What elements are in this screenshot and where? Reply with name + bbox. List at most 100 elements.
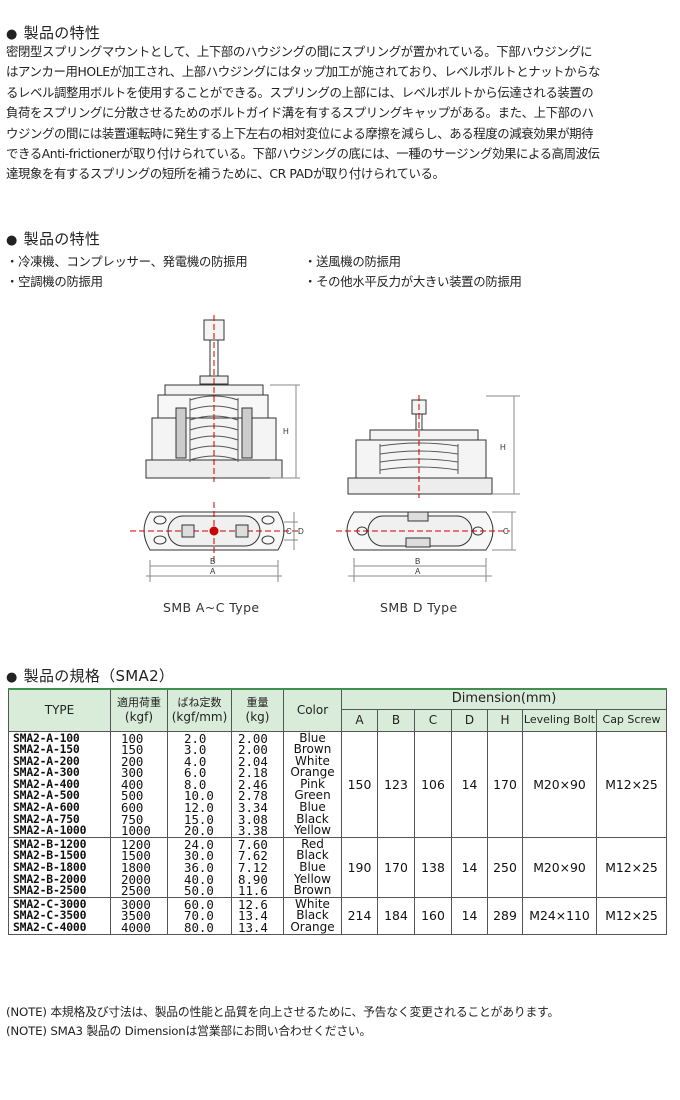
dim-label-b: B (210, 557, 215, 566)
dimension-a-cell: 150 (341, 730, 378, 838)
spring-rate-cell-value: 12.0 (184, 800, 214, 816)
weight-cell-value: 7.60 (238, 836, 268, 852)
dimension-c-cell: 106 (414, 730, 452, 838)
dim-label-a: A (415, 567, 421, 576)
dimension-h-cell: 289 (487, 896, 523, 935)
weight-cell-value: 7.62 (238, 848, 268, 864)
smb-d-top-view (336, 511, 516, 582)
note-line: (NOTE) SMA3 製品の Dimensionは営業部にお問い合わせください… (6, 1023, 372, 1038)
caption-smb-d: SMB D Type (380, 600, 458, 615)
spring-rate-cell-value: 4.0 (184, 753, 207, 769)
dimension-h-cell: 170 (487, 730, 523, 838)
dim-label-c: C (503, 527, 509, 536)
dimension-c-cell: 138 (414, 836, 452, 898)
paragraph-line: 密閉型スプリングマウントとして、上下部のハウジングの間にスプリングが置かれている… (6, 44, 593, 59)
header-b: B (377, 708, 415, 732)
dimension-d-cell: 14 (451, 896, 488, 935)
load-cell-value: 3000 (121, 896, 151, 912)
section-title: 製品の特性 (23, 24, 101, 42)
color-cell-value: Brown (293, 742, 332, 757)
load-cell-value: 1200 (121, 836, 151, 852)
dim-label-a: A (210, 567, 216, 576)
color-cell-value: Orange (290, 765, 335, 780)
load-cell-value: 1500 (121, 848, 151, 864)
dimension-d-cell: 14 (451, 730, 488, 838)
spring-rate-cell-value: 15.0 (184, 811, 214, 827)
load-cell-value: 300 (121, 765, 144, 781)
dim-label-h: H (283, 427, 289, 436)
dimension-bolt-cell: M20×90 (522, 730, 597, 838)
section-title: 製品の規格（SMA2） (23, 667, 175, 685)
dim-label-d: D (298, 527, 304, 536)
weight-cell-value: 8.90 (238, 871, 268, 887)
color-cell-value: Green (294, 788, 331, 803)
type-cell-value: SMA2-B-2500 (13, 883, 87, 898)
application-list-right: ・送風機の防振用 ・その他水平反力が大きい装置の防振用 (304, 252, 522, 292)
paragraph-line: できるAnti-frictionerが取り付けられている。下部ハウジングの底には… (6, 146, 600, 162)
note-line: (NOTE) 本規格及び寸法は、製品の性能と品質を向上させるために、予告なく変更… (6, 1005, 560, 1019)
weight-cell-value: 3.38 (238, 823, 268, 839)
load-cell-value: 500 (121, 788, 144, 804)
weight-cell-value: 2.04 (238, 753, 268, 769)
load-cell-value: 1000 (121, 823, 151, 839)
dimension-b-cell: 123 (377, 730, 415, 838)
weight-cell-value: 2.18 (238, 765, 268, 781)
spring-rate-cell-value: 30.0 (184, 848, 214, 864)
weight-cell-value: 2.78 (238, 788, 268, 804)
dimension-bolt-cell: M24×110 (522, 896, 597, 935)
dim-label-b: B (415, 557, 420, 566)
type-cell-value: SMA2-A-600 (13, 800, 80, 815)
weight-cell-value: 3.34 (238, 800, 268, 816)
description-paragraph: 密閉型スプリングマウントとして、上下部のハウジングの間にスプリングが置かれている… (6, 42, 674, 185)
dimension-screw-cell: M12×25 (595, 730, 668, 838)
header-c: C (414, 708, 452, 732)
weight-cell-value: 7.12 (238, 860, 268, 876)
color-cell-value: White (295, 896, 330, 911)
dimension-d-cell: 14 (451, 836, 488, 898)
type-cell-value: SMA2-A-400 (13, 776, 80, 791)
dimension-b-cell: 170 (377, 836, 415, 898)
spring-rate-cell-value: 2.0 (184, 730, 207, 746)
weight-cell-value: 2.00 (238, 730, 268, 746)
color-cell-value: Black (296, 848, 329, 863)
header-h: H (487, 708, 523, 732)
load-cell-value: 100 (121, 730, 144, 746)
load-cell-value: 2000 (121, 871, 151, 887)
type-cell-value: SMA2-A-100 (13, 730, 80, 745)
list-item: ・送風機の防振用 (304, 254, 401, 269)
bullet-icon: ● (6, 27, 18, 42)
color-cell-value: Black (296, 811, 329, 826)
weight-cell-value: 13.4 (238, 920, 268, 935)
load-cell-value: 2500 (121, 883, 151, 899)
header-spring-rate: ばね定数(kgf/mm) (167, 688, 232, 732)
list-item: ・冷凍機、コンプレッサー、発電機の防振用 (6, 254, 248, 269)
color-cell-value: Blue (299, 730, 326, 745)
load-cell-value: 4000 (121, 920, 151, 935)
weight-cell-value: 13.4 (238, 908, 268, 924)
section-title: 製品の特性 (23, 230, 101, 248)
weight-cell-value: 3.08 (238, 811, 268, 827)
type-cell-value: SMA2-B-1800 (13, 860, 87, 875)
list-item: ・空調機の防振用 (6, 274, 103, 289)
spring-rate-cell-value: 24.0 (184, 836, 214, 852)
smb-ac-top-view (130, 502, 300, 582)
dimension-screw-cell: M12×25 (595, 836, 668, 898)
spring-rate-cell-value: 8.0 (184, 776, 207, 792)
header-load: 適用荷重(kgf) (110, 688, 168, 732)
type-cell-value: SMA2-A-750 (13, 811, 80, 826)
header-leveling-bolt: Leveling Bolt (522, 708, 597, 732)
dimension-screw-cell: M12×25 (595, 896, 668, 935)
load-cell-value: 150 (121, 742, 144, 758)
